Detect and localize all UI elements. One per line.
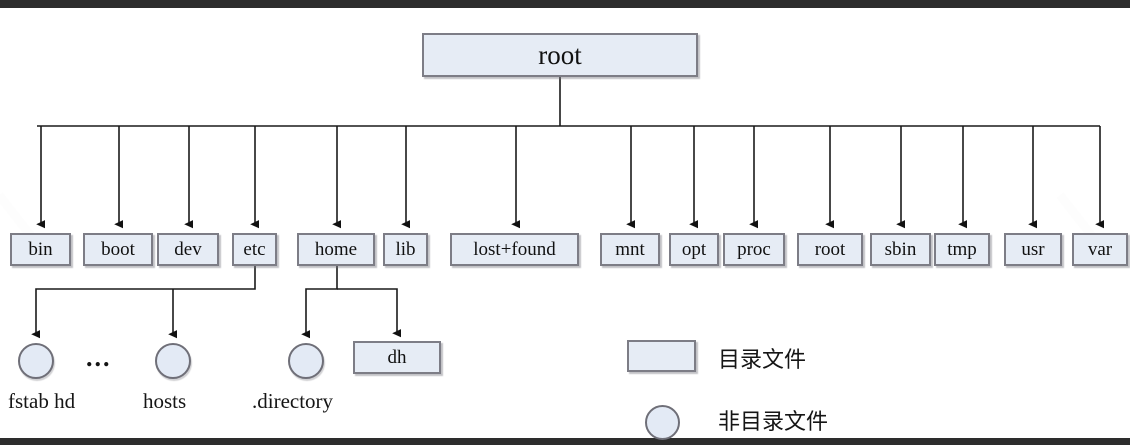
node-mnt[interactable]: mnt: [600, 233, 660, 266]
node-root-dir-label: root: [814, 239, 846, 260]
bottom-frame-bar: [0, 438, 1130, 445]
node-tmp[interactable]: tmp: [934, 233, 990, 266]
node-boot-label: boot: [101, 239, 135, 260]
node-dh-label: dh: [387, 347, 407, 368]
node-etc-label: etc: [243, 239, 266, 260]
node-mnt-label: mnt: [615, 239, 645, 260]
legend-nondirectory-label: 非目录文件: [718, 410, 829, 435]
top-frame-bar: [0, 0, 1130, 8]
node-bin-label: bin: [28, 239, 53, 260]
node-tmp-label: tmp: [947, 239, 977, 260]
node-fstab-circle[interactable]: [18, 343, 54, 379]
node-lib-label: lib: [395, 239, 416, 260]
legend-directory-label: 目录文件: [718, 348, 807, 373]
node-var[interactable]: var: [1072, 233, 1128, 266]
etc-subtree-edges: [31, 266, 256, 339]
node-dev-label: dev: [174, 239, 202, 260]
node-proc-label: proc: [737, 239, 771, 260]
node-etc[interactable]: etc: [232, 233, 277, 266]
ellipsis-icon: ...: [86, 343, 112, 372]
node-usr[interactable]: usr: [1004, 233, 1062, 266]
node-usr-label: usr: [1021, 239, 1045, 260]
node-directory-label: .directory: [252, 389, 334, 413]
node-sbin-label: sbin: [884, 239, 917, 260]
node-home[interactable]: home: [297, 233, 375, 266]
node-root-dir[interactable]: root: [797, 233, 863, 266]
legend-nondirectory-swatch: [645, 405, 680, 440]
node-bin[interactable]: bin: [10, 233, 71, 266]
bus-to-children-edges: [36, 126, 1105, 229]
node-hosts-label: hosts: [143, 389, 187, 413]
node-boot[interactable]: boot: [83, 233, 153, 266]
node-fstab-label: fstab hd: [8, 389, 76, 413]
node-proc[interactable]: proc: [723, 233, 785, 266]
node-dev[interactable]: dev: [157, 233, 219, 266]
node-hosts-circle[interactable]: [155, 343, 191, 379]
legend-directory-swatch: [627, 340, 696, 372]
node-directory-circle[interactable]: [288, 343, 324, 379]
node-opt[interactable]: opt: [669, 233, 719, 266]
node-root-label: root: [538, 39, 582, 70]
node-lost-found-label: lost+found: [473, 239, 556, 260]
node-lost-found[interactable]: lost+found: [450, 233, 579, 266]
node-home-label: home: [314, 239, 358, 260]
node-opt-label: opt: [681, 239, 707, 260]
node-root[interactable]: root: [422, 33, 698, 77]
node-lib[interactable]: lib: [383, 233, 428, 266]
root-to-bus-edge: [37, 77, 1100, 127]
node-var-label: var: [1087, 239, 1113, 260]
node-dh[interactable]: dh: [353, 341, 441, 374]
node-sbin[interactable]: sbin: [870, 233, 931, 266]
home-subtree-edges: [301, 266, 402, 339]
